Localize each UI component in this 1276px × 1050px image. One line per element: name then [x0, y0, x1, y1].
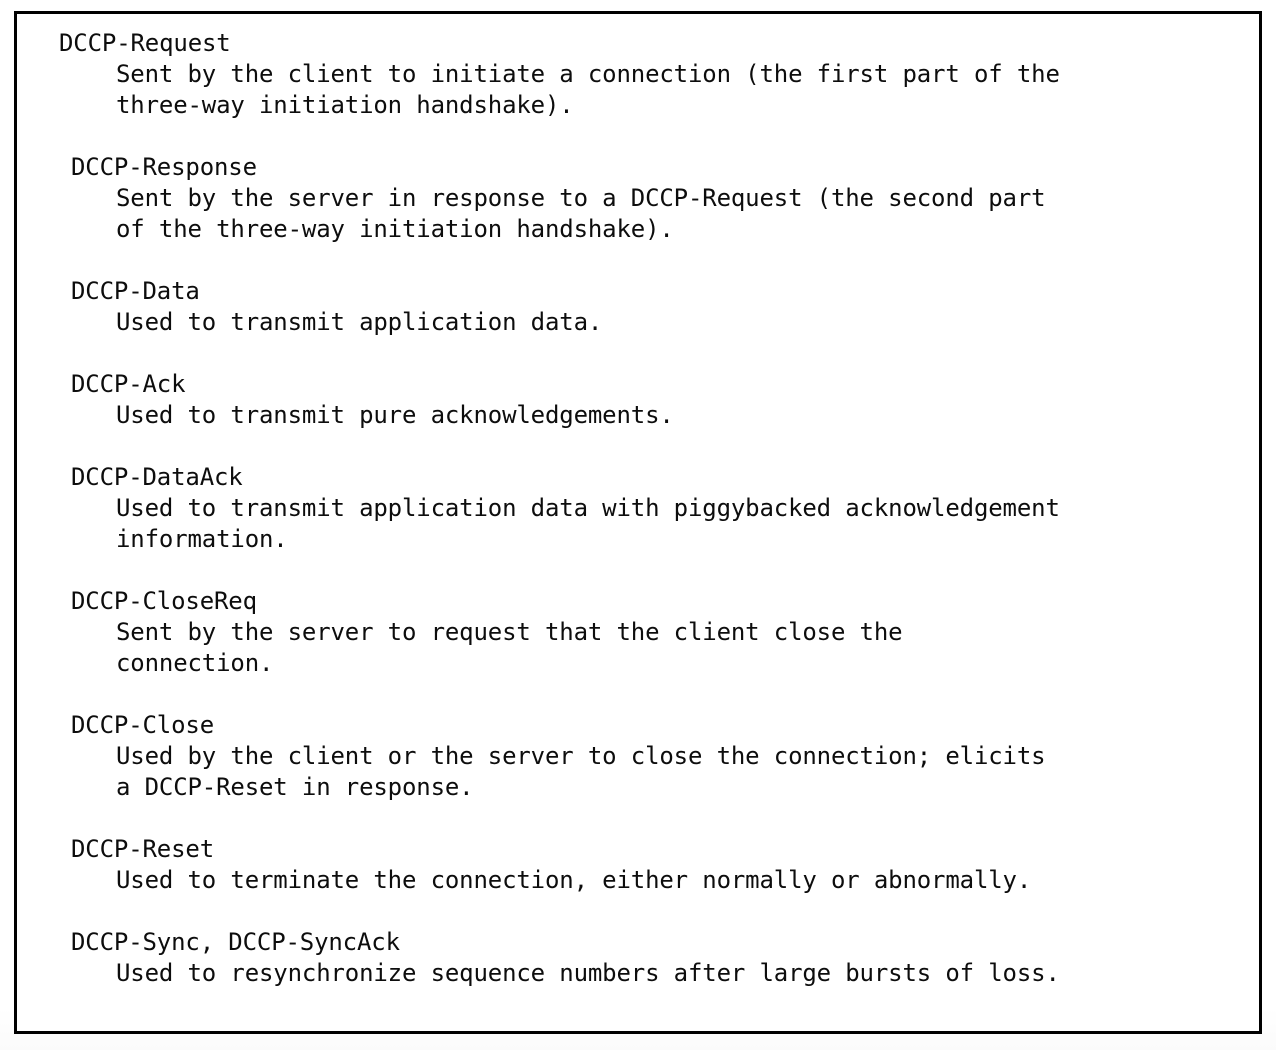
definition-term: DCCP-Response [71, 153, 257, 181]
definition-description-line: connection. [116, 649, 274, 677]
definition-description: Used to transmit application data. [17, 307, 1259, 338]
definition-description-line: Sent by the client to initiate a connect… [116, 60, 1060, 88]
definition-description-line: Used to resynchronize sequence numbers a… [116, 959, 1060, 987]
definition-description-line: Sent by the server in response to a DCCP… [116, 184, 1046, 212]
definition-description-line: Used to transmit pure acknowledgements. [116, 401, 674, 429]
definition-description-line: information. [116, 525, 288, 553]
definition-description-line: Used to transmit application data with p… [116, 494, 1060, 522]
definition-term: DCCP-Data [71, 277, 200, 305]
definition-description: Sent by the server in response to a DCCP… [17, 183, 1259, 245]
definition-description: Sent by the client to initiate a connect… [17, 59, 1259, 121]
definition-description-line: Used by the client or the server to clos… [116, 742, 1046, 770]
definition-term: DCCP-CloseReq [71, 587, 257, 615]
definition-description: Used to transmit pure acknowledgements. [17, 400, 1259, 431]
definition-description-line: Used to terminate the connection, either… [116, 866, 1032, 894]
definition-description-line: Used to transmit application data. [116, 308, 603, 336]
definition-description: Used to transmit application data with p… [17, 493, 1259, 555]
definition-description-line: Sent by the server to request that the c… [116, 618, 903, 646]
definition-term: DCCP-Request [59, 29, 231, 57]
definition-description-line: a DCCP-Reset in response. [116, 773, 474, 801]
definition-term: DCCP-Close [71, 711, 214, 739]
definition-term: DCCP-DataAck [71, 463, 243, 491]
definition-term: DCCP-Ack [71, 370, 186, 398]
definition-description: Sent by the server to request that the c… [17, 617, 1259, 679]
definition-term: DCCP-Sync, DCCP-SyncAck [71, 928, 400, 956]
definition-description: Used to resynchronize sequence numbers a… [17, 958, 1259, 989]
definition-description: Used to terminate the connection, either… [17, 865, 1259, 896]
definition-description-line: three-way initiation handshake). [116, 91, 574, 119]
definition-description: Used by the client or the server to clos… [17, 741, 1259, 803]
definition-description-line: of the three-way initiation handshake). [116, 215, 674, 243]
definition-term: DCCP-Reset [71, 835, 214, 863]
